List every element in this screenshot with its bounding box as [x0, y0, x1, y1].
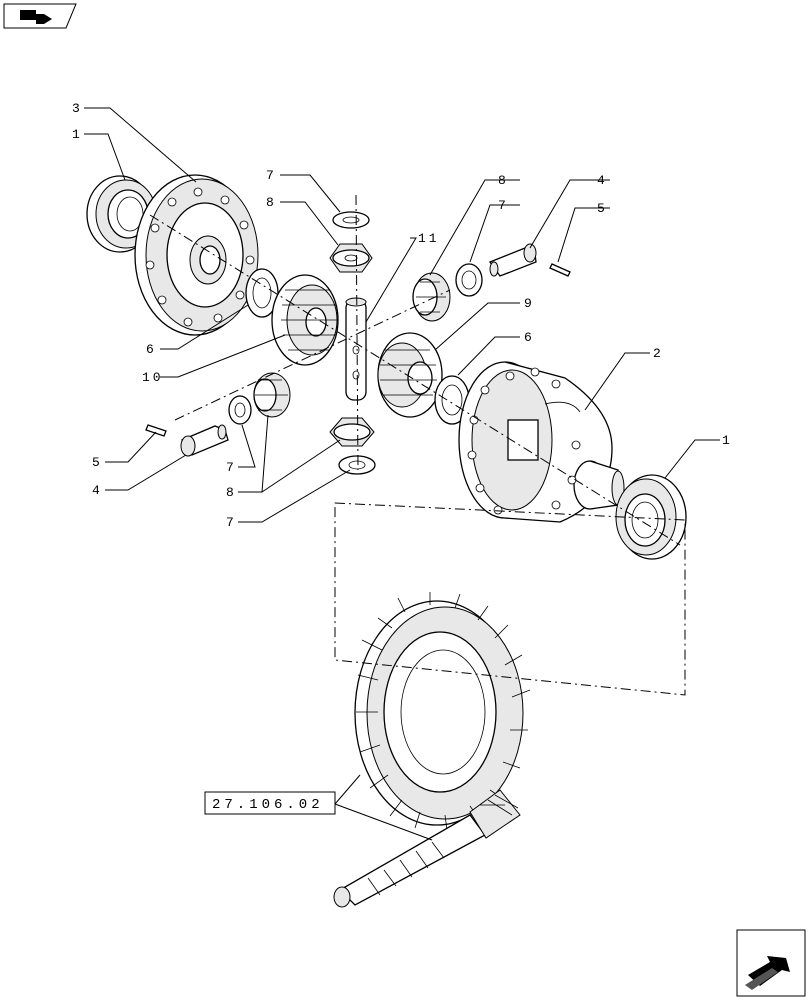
callout-7-right: 7 — [498, 198, 509, 213]
callout-6-right: 6 — [524, 330, 535, 345]
callout-4-left: 4 — [92, 483, 103, 498]
pinion-gear-right — [412, 272, 451, 322]
pinion-gear-left — [253, 372, 291, 418]
previous-section-icon[interactable] — [3, 3, 77, 29]
side-gear-right — [377, 332, 443, 418]
washer-bottom — [338, 455, 376, 475]
callout-2: 2 — [653, 346, 664, 361]
case-flange-left — [134, 174, 259, 336]
callout-6-left: 6 — [146, 342, 157, 357]
callout-3: 3 — [72, 101, 83, 116]
pinion-gear-bottom — [329, 417, 375, 447]
roll-pin-upper — [549, 263, 571, 277]
callout-8-left: 8 — [226, 485, 237, 500]
assembly-alignment-lines — [334, 502, 686, 696]
callout-7-top: 7 — [266, 168, 277, 183]
callout-8-right: 8 — [498, 173, 509, 188]
roll-pin-left — [145, 424, 167, 437]
side-gear-left — [271, 274, 339, 366]
pinion-gear-top — [329, 243, 373, 273]
pinion-shaft-right — [488, 243, 537, 277]
differential-case — [458, 361, 625, 523]
callout-10: 10 — [142, 370, 164, 385]
next-page-icon[interactable] — [736, 929, 806, 997]
washer-left — [228, 395, 252, 425]
callout-1-right: 1 — [722, 433, 733, 448]
pinion-shaft-left — [180, 424, 229, 457]
ring-gear — [354, 592, 531, 831]
callout-7-bottom: 7 — [226, 515, 237, 530]
callout-8-top: 8 — [266, 195, 277, 210]
callout-5-right: 5 — [597, 201, 608, 216]
reference-link[interactable]: 27.106.02 — [204, 791, 336, 815]
callout-9: 9 — [524, 296, 535, 311]
drive-pinion-shaft — [333, 789, 521, 908]
callout-7-left: 7 — [226, 460, 237, 475]
callout-11: 11 — [418, 231, 440, 246]
callout-4-right: 4 — [597, 173, 608, 188]
cross-shaft — [345, 297, 367, 401]
bearing-right — [615, 474, 687, 560]
washer-upper-right — [455, 263, 483, 297]
callout-5-left: 5 — [92, 455, 103, 470]
washer-top — [332, 211, 370, 229]
reference-label: 27.106.02 — [212, 797, 324, 813]
callout-1-left: 1 — [72, 127, 83, 142]
